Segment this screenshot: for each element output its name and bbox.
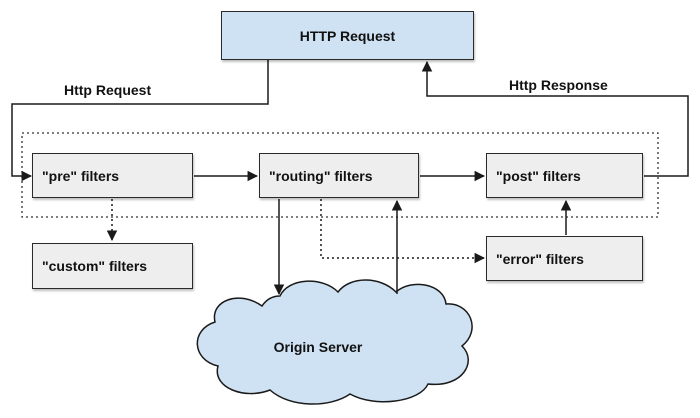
post-to-response-arrow xyxy=(421,60,689,177)
http-response-edge-label: Http Response xyxy=(509,77,608,93)
routing-filters-box: "routing" filters xyxy=(259,153,419,198)
error-filters-box: "error" filters xyxy=(486,236,643,281)
post-filters-box: "post" filters xyxy=(486,153,643,198)
custom-filters-box: "custom" filters xyxy=(32,243,193,289)
routing-to-error-arrow xyxy=(320,199,486,264)
post-filters-label: "post" filters xyxy=(496,167,581,184)
http-request-box-label: HTTP Request xyxy=(299,27,396,44)
pre-filters-label: "pre" filters xyxy=(42,167,120,184)
routing-filters-label: "routing" filters xyxy=(269,167,373,184)
origin-server-cloud xyxy=(196,279,473,405)
http-request-edge-label: Http Request xyxy=(64,82,152,98)
custom-filters-label: "custom" filters xyxy=(42,258,148,274)
pre-filters-box: "pre" filters xyxy=(32,153,193,198)
error-filters-label: "error" filters xyxy=(496,250,584,267)
request-to-pre-arrow xyxy=(11,60,269,182)
origin-server-label: Origin Server xyxy=(273,339,363,355)
http-request-box: HTTP Request xyxy=(221,11,474,60)
